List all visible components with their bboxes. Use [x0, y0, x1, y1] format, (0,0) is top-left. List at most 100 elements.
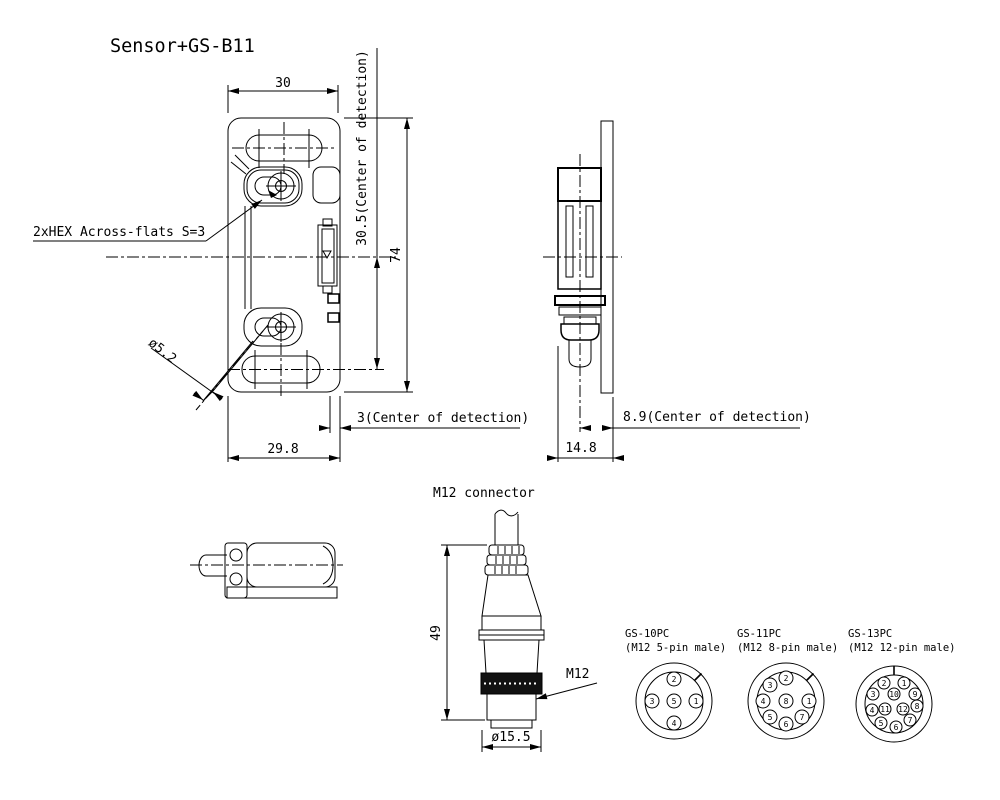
svg-text:74: 74	[389, 247, 404, 263]
svg-text:8.9(Center of detection): 8.9(Center of detection)	[623, 410, 811, 425]
dim-cable-diameter: ø5.2	[145, 336, 224, 402]
svg-text:3(Center of detection): 3(Center of detection)	[357, 411, 529, 426]
pin-number-4: 4	[672, 719, 677, 728]
pin-number-7: 7	[908, 716, 913, 725]
pin-1	[801, 693, 817, 709]
dim-center-offset-side: 8.9(Center of detection)	[580, 397, 811, 433]
bottom-plate	[226, 586, 338, 599]
drawing-title: Sensor+GS-B11	[110, 36, 255, 57]
pinout-model-gs13pc: GS-13PC	[848, 628, 892, 640]
pin-number-3: 3	[871, 690, 876, 699]
pin-number-5: 5	[879, 719, 884, 728]
pin-number-2: 2	[672, 675, 677, 684]
pin-4	[865, 703, 879, 717]
side-view: 8.9(Center of detection) 14.8	[543, 120, 811, 462]
svg-text:ø5.2: ø5.2	[145, 336, 179, 367]
pin-1	[897, 676, 911, 690]
pin-11	[878, 702, 892, 716]
pin-7	[903, 713, 917, 727]
svg-text:ø15.5: ø15.5	[491, 730, 530, 745]
pin-6	[778, 716, 794, 732]
pin-3	[866, 687, 880, 701]
pin-6	[889, 720, 903, 734]
pinout-type-gs10pc: (M12 5-pin male)	[625, 642, 726, 654]
pin-number-6: 6	[784, 720, 789, 729]
pin-4	[666, 715, 682, 731]
dim-width-top: 30	[227, 76, 339, 113]
pin-4	[755, 693, 771, 709]
pin-5	[666, 693, 682, 709]
pin-number-1: 1	[694, 697, 699, 706]
front-view: 30 30.5(Center of detection) 74 3(Center…	[33, 48, 529, 462]
svg-text:2xHEX Across-flats S=3: 2xHEX Across-flats S=3	[33, 225, 205, 240]
pin-5	[762, 709, 778, 725]
pinout-face-gs10pc: 1 2 3 4 5	[635, 662, 713, 740]
pin-number-1: 1	[807, 697, 812, 706]
pinout-model-gs11pc: GS-11PC	[737, 628, 781, 640]
dim-depth: 14.8	[547, 346, 624, 462]
svg-text:30: 30	[275, 76, 291, 91]
pin-number-7: 7	[800, 713, 805, 722]
pin-number-2: 2	[882, 679, 887, 688]
front-upper-gland	[243, 166, 303, 207]
pin-number-2: 2	[784, 674, 789, 683]
pin-2	[666, 671, 682, 687]
pin-number-12: 12	[898, 705, 908, 714]
dim-width-bottom: 29.8	[227, 396, 340, 462]
hex-note: 2xHEX Across-flats S=3	[33, 199, 263, 242]
pin-9	[908, 687, 922, 701]
pin-number-3: 3	[768, 681, 773, 690]
svg-text:14.8: 14.8	[565, 441, 596, 456]
dim-connector-diameter: ø15.5	[481, 730, 542, 752]
bottom-view	[190, 542, 343, 599]
detection-point-marker	[322, 250, 332, 260]
pin-12	[896, 702, 910, 716]
front-switch-body	[312, 166, 341, 323]
pin-1	[688, 693, 704, 709]
pin-number-4: 4	[870, 706, 875, 715]
pin-number-1: 1	[902, 679, 907, 688]
dim-connector-length: 49	[429, 544, 487, 721]
pin-number-9: 9	[913, 690, 918, 699]
pin-number-4: 4	[761, 697, 766, 706]
pinout-type-gs13pc: (M12 12-pin male)	[848, 642, 955, 654]
dim-center-offset-front: 3(Center of detection)	[319, 396, 529, 462]
front-lower-gland	[243, 307, 303, 347]
pin-number-5: 5	[768, 713, 773, 722]
pin-3	[644, 693, 660, 709]
pin-number-3: 3	[650, 697, 655, 706]
pin-number-6: 6	[894, 723, 899, 732]
pinout-model-gs10pc: GS-10PC	[625, 628, 669, 640]
svg-text:30.5(Center of detection): 30.5(Center of detection)	[355, 50, 370, 246]
svg-text:29.8: 29.8	[267, 442, 298, 457]
pin-2	[877, 676, 891, 690]
svg-text:M12: M12	[566, 667, 589, 682]
bottom-bracket	[224, 542, 248, 599]
pin-number-8: 8	[915, 702, 920, 711]
thread-label: M12	[535, 667, 598, 700]
pin-3	[762, 677, 778, 693]
pin-2	[778, 670, 794, 686]
front-cable	[195, 324, 269, 411]
svg-text:49: 49	[429, 625, 444, 641]
connector-title: M12 connector	[433, 486, 535, 501]
dim-center-vertical: 30.5(Center of detection)	[355, 48, 380, 369]
connector-thread-body	[486, 693, 537, 721]
pin-10	[887, 687, 901, 701]
pin-7	[794, 709, 810, 725]
front-plate-outline	[227, 117, 341, 393]
pin-number-10: 10	[889, 690, 899, 699]
pin-number-11: 11	[880, 705, 890, 714]
pin-number-5: 5	[672, 697, 677, 706]
pin-8	[778, 693, 794, 709]
pinout-labels: GS-10PC (M12 5-pin male) GS-11PC (M12 8-…	[625, 628, 955, 654]
pin-5	[874, 716, 888, 730]
connector-view: M12 connector	[429, 486, 598, 752]
pinout-type-gs11pc: (M12 8-pin male)	[737, 642, 838, 654]
connector-strain-relief	[484, 544, 529, 576]
connector-taper	[481, 574, 542, 617]
